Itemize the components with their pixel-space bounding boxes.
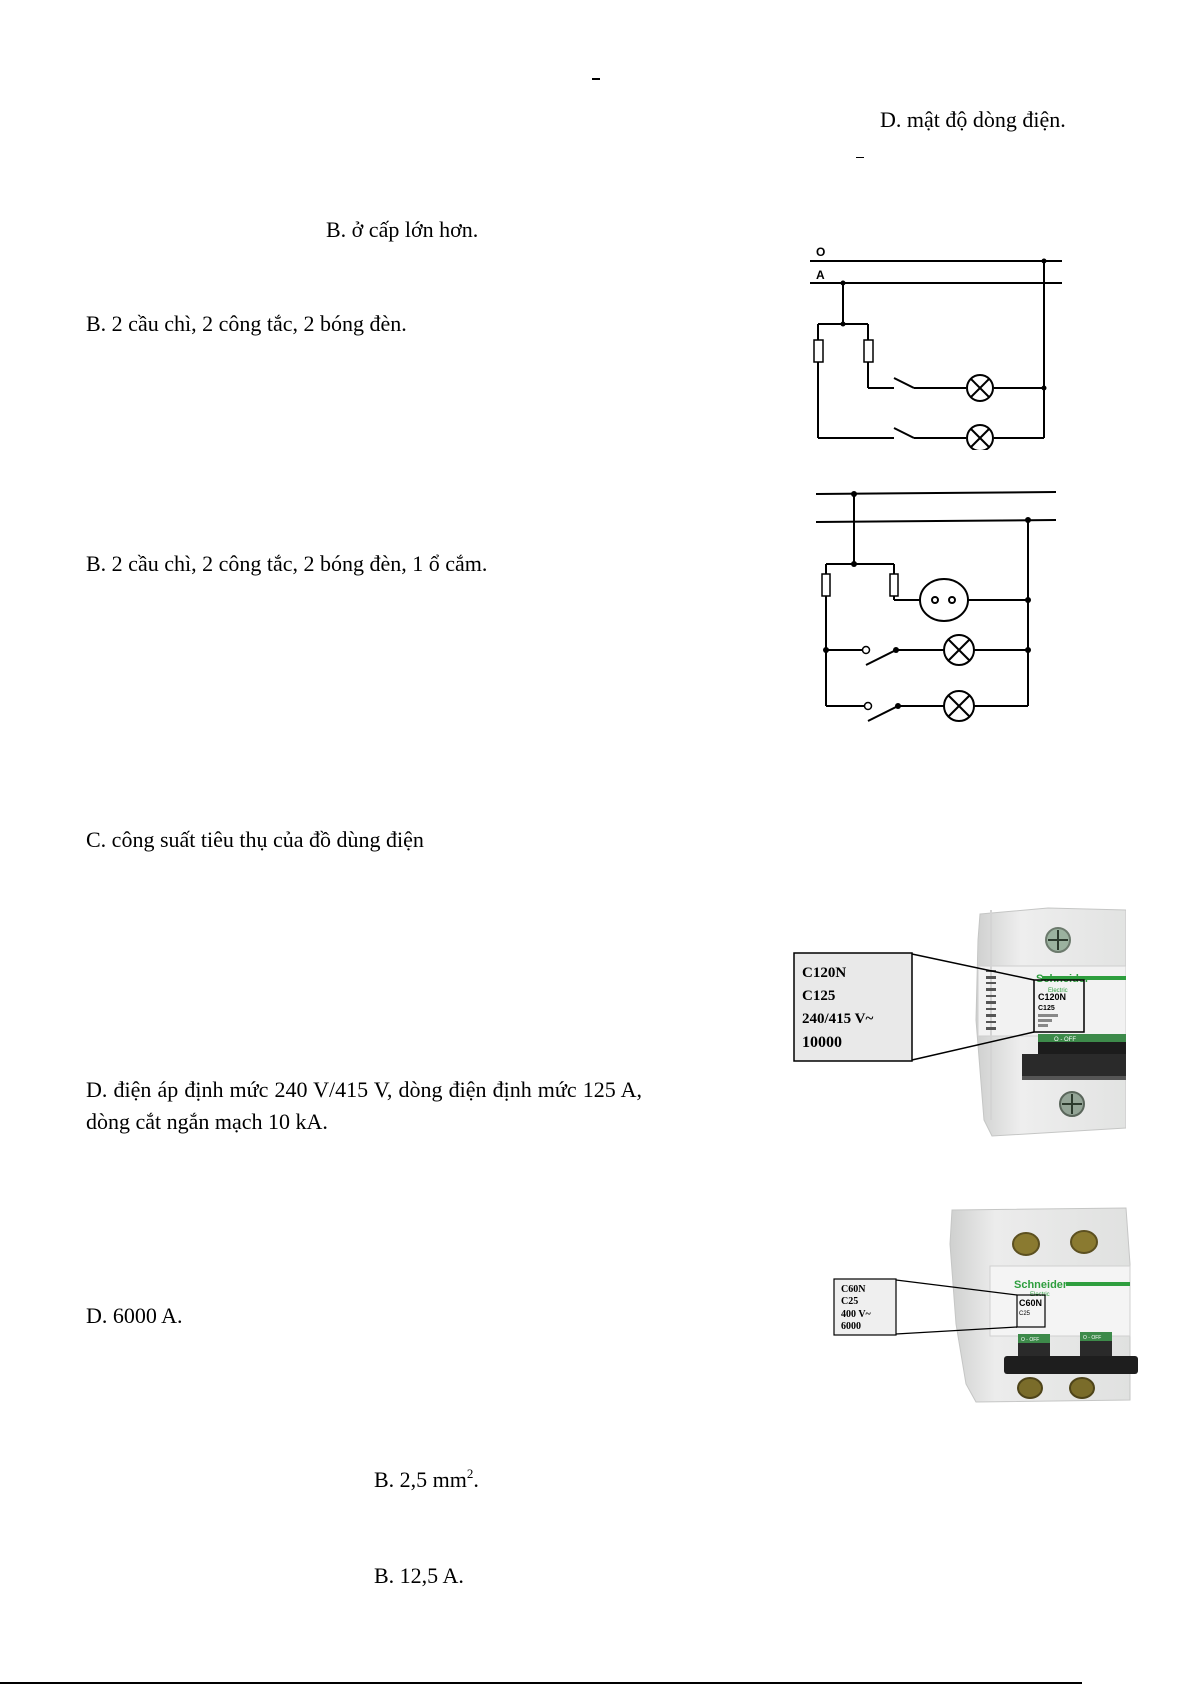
screws-top (1012, 1230, 1098, 1256)
lamp-2 (943, 690, 975, 722)
fuse-2 (889, 573, 899, 597)
breaker-photo-c120n: Schneider Electric C120N C125 O - OFF C1… (793, 907, 1126, 1137)
callout-line-2: C25 (841, 1296, 858, 1307)
face-rating: C125 (1038, 1005, 1055, 1012)
callout-line-4: 6000 (841, 1321, 861, 1332)
callout-line-1: C120N (802, 965, 846, 981)
option-b-circuit2: B. 2 cầu chì, 2 công tắc, 2 bóng đèn, 1 … (86, 551, 488, 576)
option-d-current-density: D. mật độ dòng điện. (880, 107, 1066, 132)
lamp-1 (966, 374, 994, 402)
callout-line-2: C125 (802, 988, 835, 1004)
callout-box (833, 1278, 897, 1336)
socket (919, 578, 969, 622)
face-label-box (1016, 1294, 1046, 1328)
superscript-two: 2 (466, 1465, 474, 1481)
screws-bottom (1017, 1377, 1095, 1399)
option-d-6000a: D. 6000 A. (86, 1303, 183, 1328)
callout-line-3: 400 V~ (841, 1309, 872, 1320)
line-2 (816, 519, 1057, 523)
brand-name: Schneider (1014, 1279, 1068, 1291)
label-neutral: O (816, 245, 825, 259)
option-b-current: B. 12,5 A. (374, 1563, 464, 1588)
brand-sub: Electric (1048, 988, 1068, 994)
option-b-cross-section: B. 2,5 mm2. (374, 1464, 479, 1496)
fuse-1 (813, 339, 824, 363)
circuit-diagram-1: O A (810, 245, 1062, 450)
lamp-2 (966, 424, 994, 450)
callout-box (793, 952, 913, 1062)
face-rating: C25 (1019, 1311, 1031, 1317)
stray-dash-top (592, 78, 600, 80)
face-model: C60N (1019, 1298, 1042, 1308)
option-d-breaker1-rating: D. điện áp định mức 240 V/415 V, dòng đi… (86, 1077, 642, 1134)
fuse-1 (821, 573, 831, 597)
toggle-label-1: O - OFF (1021, 1337, 1039, 1343)
circuit-diagram-2 (816, 491, 1057, 722)
label-phase: A (816, 268, 825, 282)
breaker-photo-c60n: Schneider Electric C60N C25 O - OFF O - … (833, 1207, 1138, 1403)
cross-section-value: B. 2,5 mm (374, 1467, 467, 1492)
callout-line-1: C60N (841, 1284, 866, 1295)
period: . (473, 1467, 479, 1492)
option-b-higher-level: B. ở cấp lớn hơn. (326, 217, 479, 242)
stray-dash-right (856, 157, 864, 158)
footer-rule (0, 1682, 1082, 1684)
face-label-box (1033, 979, 1085, 1033)
callout-line-4: 10000 (802, 1034, 842, 1051)
brand-name: Schneider (1036, 973, 1090, 985)
option-c-power-consumption: C. công suất tiêu thụ của đồ dùng điện (86, 827, 424, 852)
callout-line-3: 240/415 V~ (802, 1011, 873, 1027)
toggle-label-2: O - OFF (1083, 1335, 1101, 1341)
toggle-levers (1004, 1332, 1138, 1374)
fuse-2 (863, 339, 874, 363)
lamp-1 (943, 634, 975, 666)
option-b-circuit1: B. 2 cầu chì, 2 công tắc, 2 bóng đèn. (86, 311, 407, 336)
face-model: C120N (1038, 992, 1066, 1002)
toggle-label: O - OFF (1054, 1037, 1076, 1043)
